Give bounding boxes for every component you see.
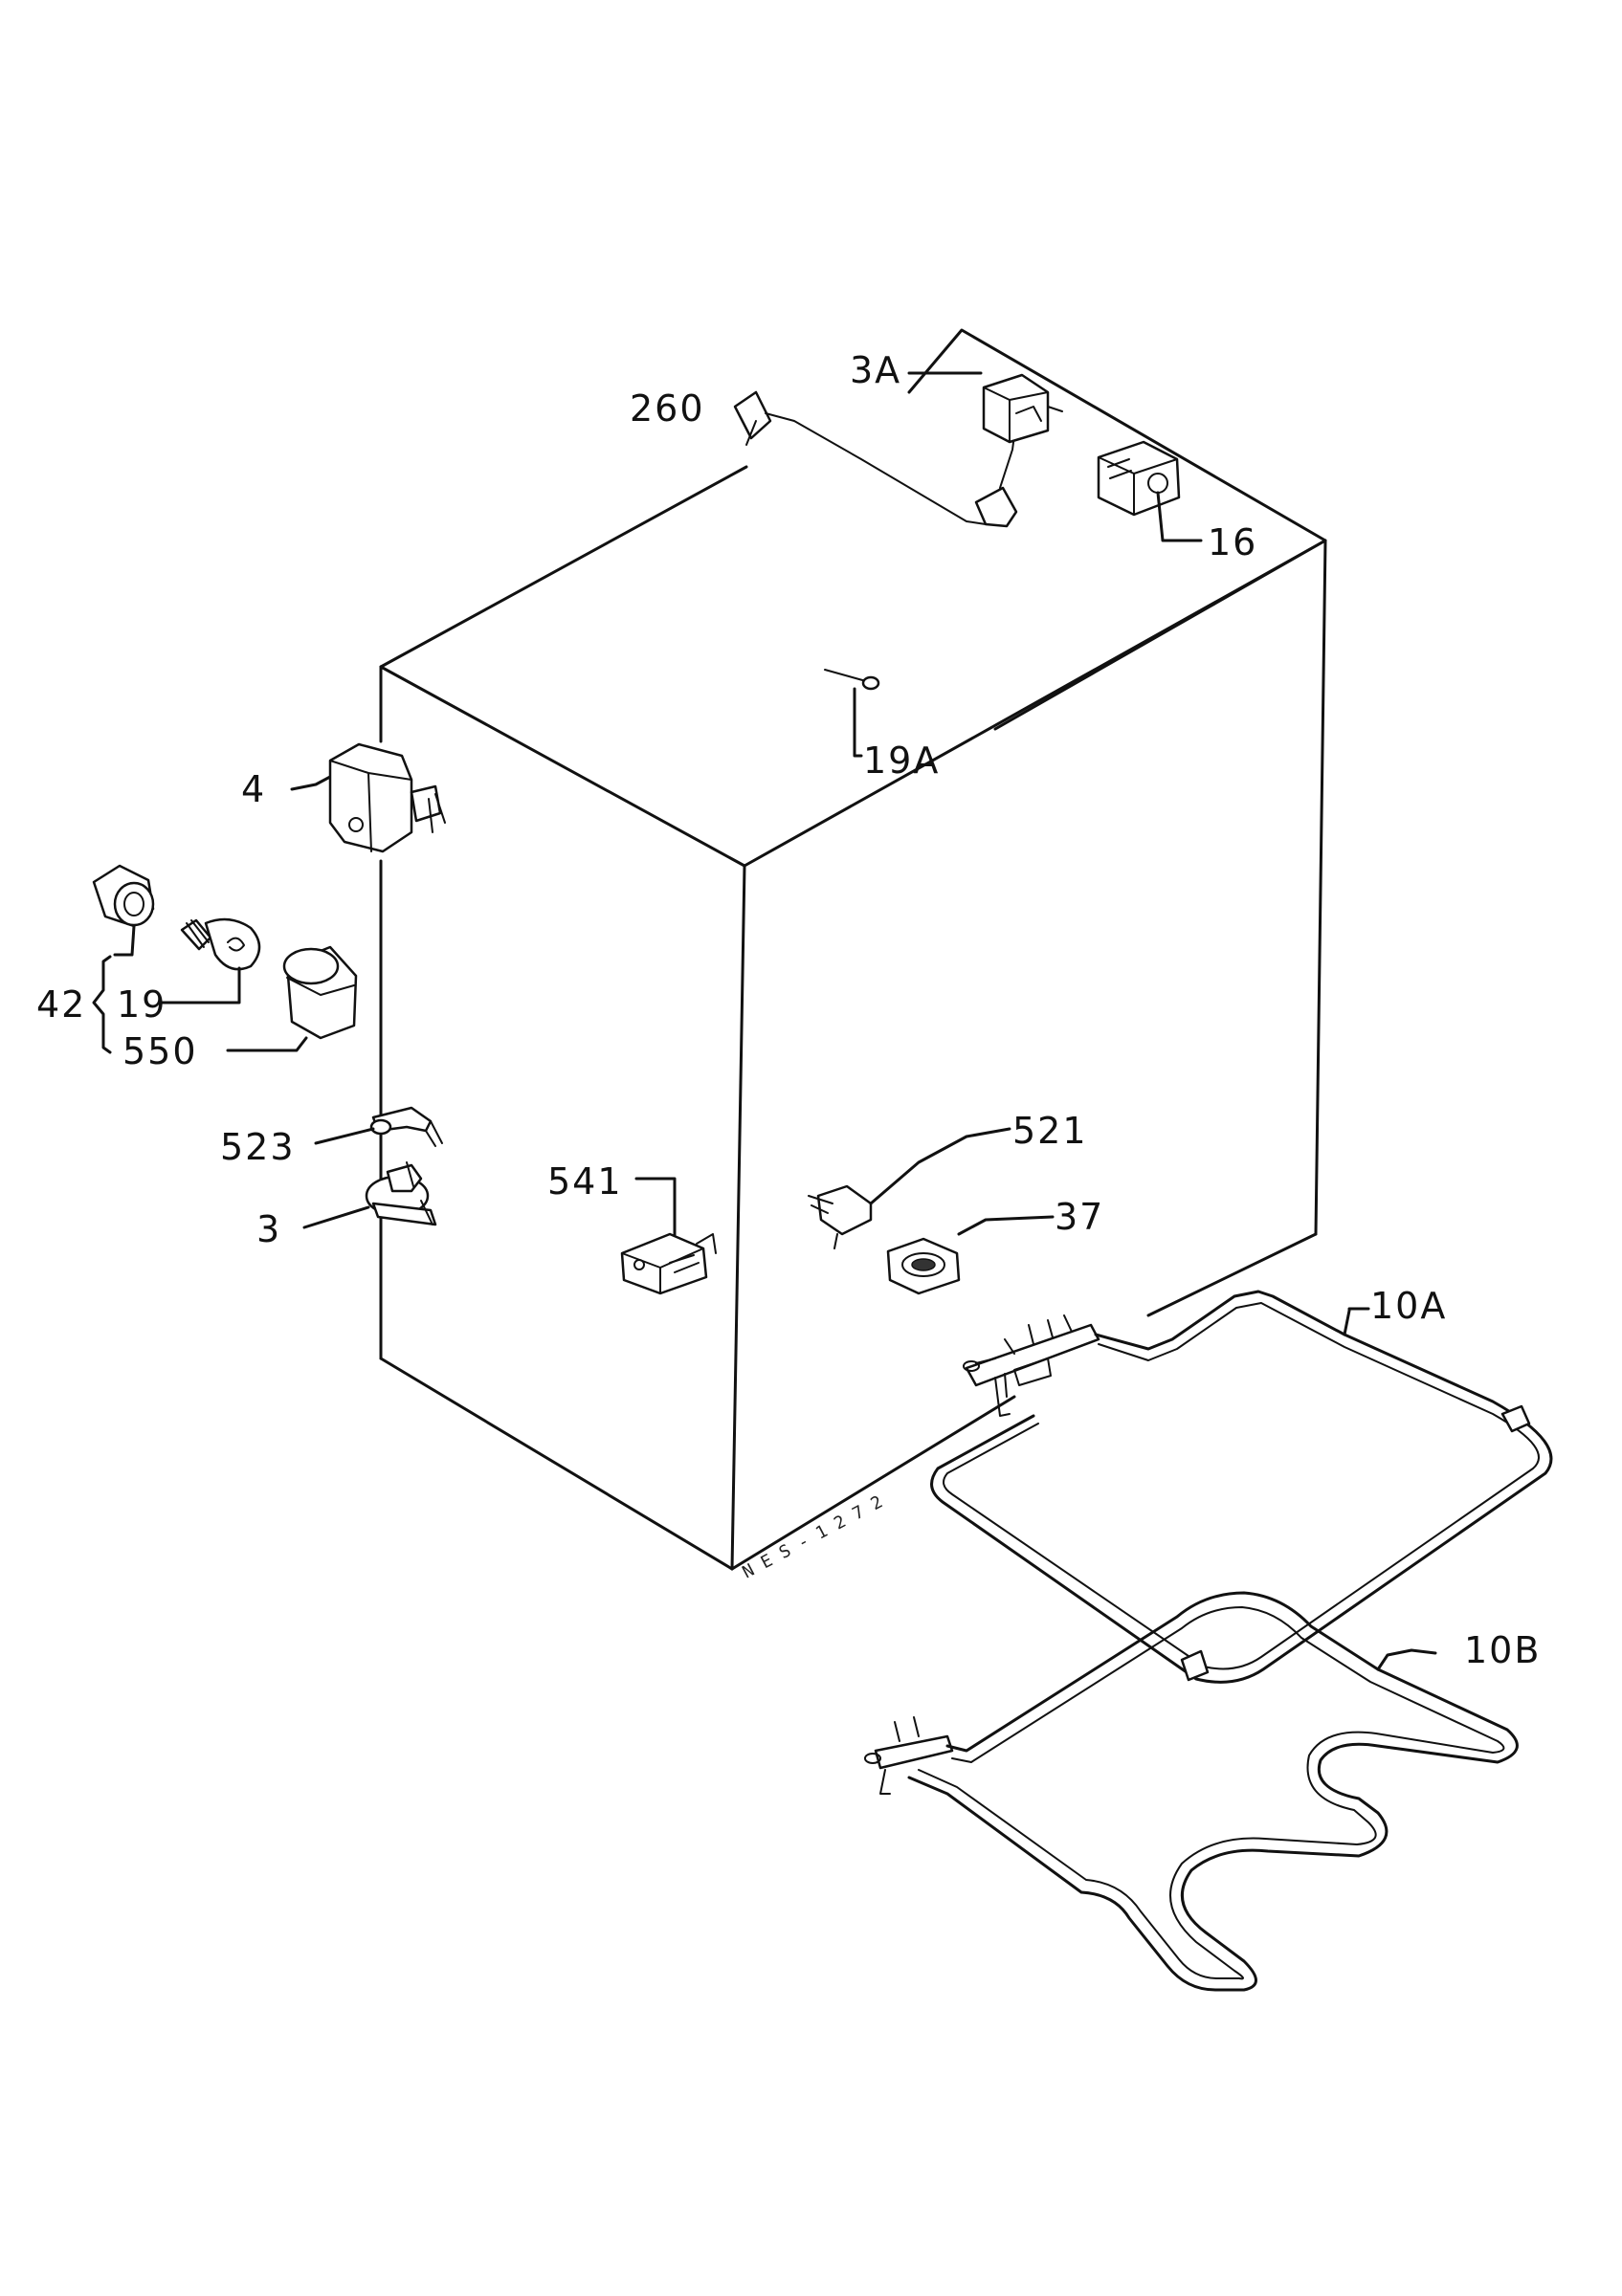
part-10A-top-heating-element (930, 1290, 1553, 1684)
part-10B-bottom-heating-element (864, 1591, 1519, 1992)
part-4-selector-switch (290, 742, 446, 853)
label-523: 523 (220, 1126, 296, 1168)
part-19A-sensor (824, 669, 880, 758)
part-541-terminal (620, 1177, 717, 1295)
part-42-lamp-assembly (92, 864, 155, 1054)
part-37-grommet (886, 1215, 1055, 1295)
part-550-lamp-cover (226, 945, 358, 1052)
part-19-lamp-bulb (159, 917, 261, 1004)
label-37: 37 (1055, 1196, 1104, 1238)
label-3: 3 (256, 1208, 281, 1250)
label-10B: 10B (1464, 1629, 1541, 1671)
label-42: 42 (36, 983, 86, 1026)
drawing-code: N E S - 1 2 7 2 (739, 1492, 885, 1583)
part-3-thermostat (302, 1161, 437, 1229)
label-19: 19 (117, 983, 167, 1026)
label-10A: 10A (1370, 1285, 1447, 1327)
label-550: 550 (122, 1030, 198, 1072)
label-16: 16 (1208, 521, 1257, 563)
label-260: 260 (630, 387, 705, 430)
part-260-thermostat-capillary (733, 390, 1018, 528)
part-3A-switch (907, 371, 1063, 444)
part-16-terminal-block (1097, 440, 1203, 542)
label-4: 4 (241, 768, 266, 810)
label-521: 521 (1012, 1110, 1088, 1152)
label-3A: 3A (850, 349, 901, 391)
part-523-clip (314, 1106, 443, 1147)
label-541: 541 (547, 1160, 623, 1203)
part-521-connector (808, 1127, 1011, 1249)
label-19A: 19A (863, 740, 940, 782)
oven-cabinet-outline (379, 328, 1327, 1571)
